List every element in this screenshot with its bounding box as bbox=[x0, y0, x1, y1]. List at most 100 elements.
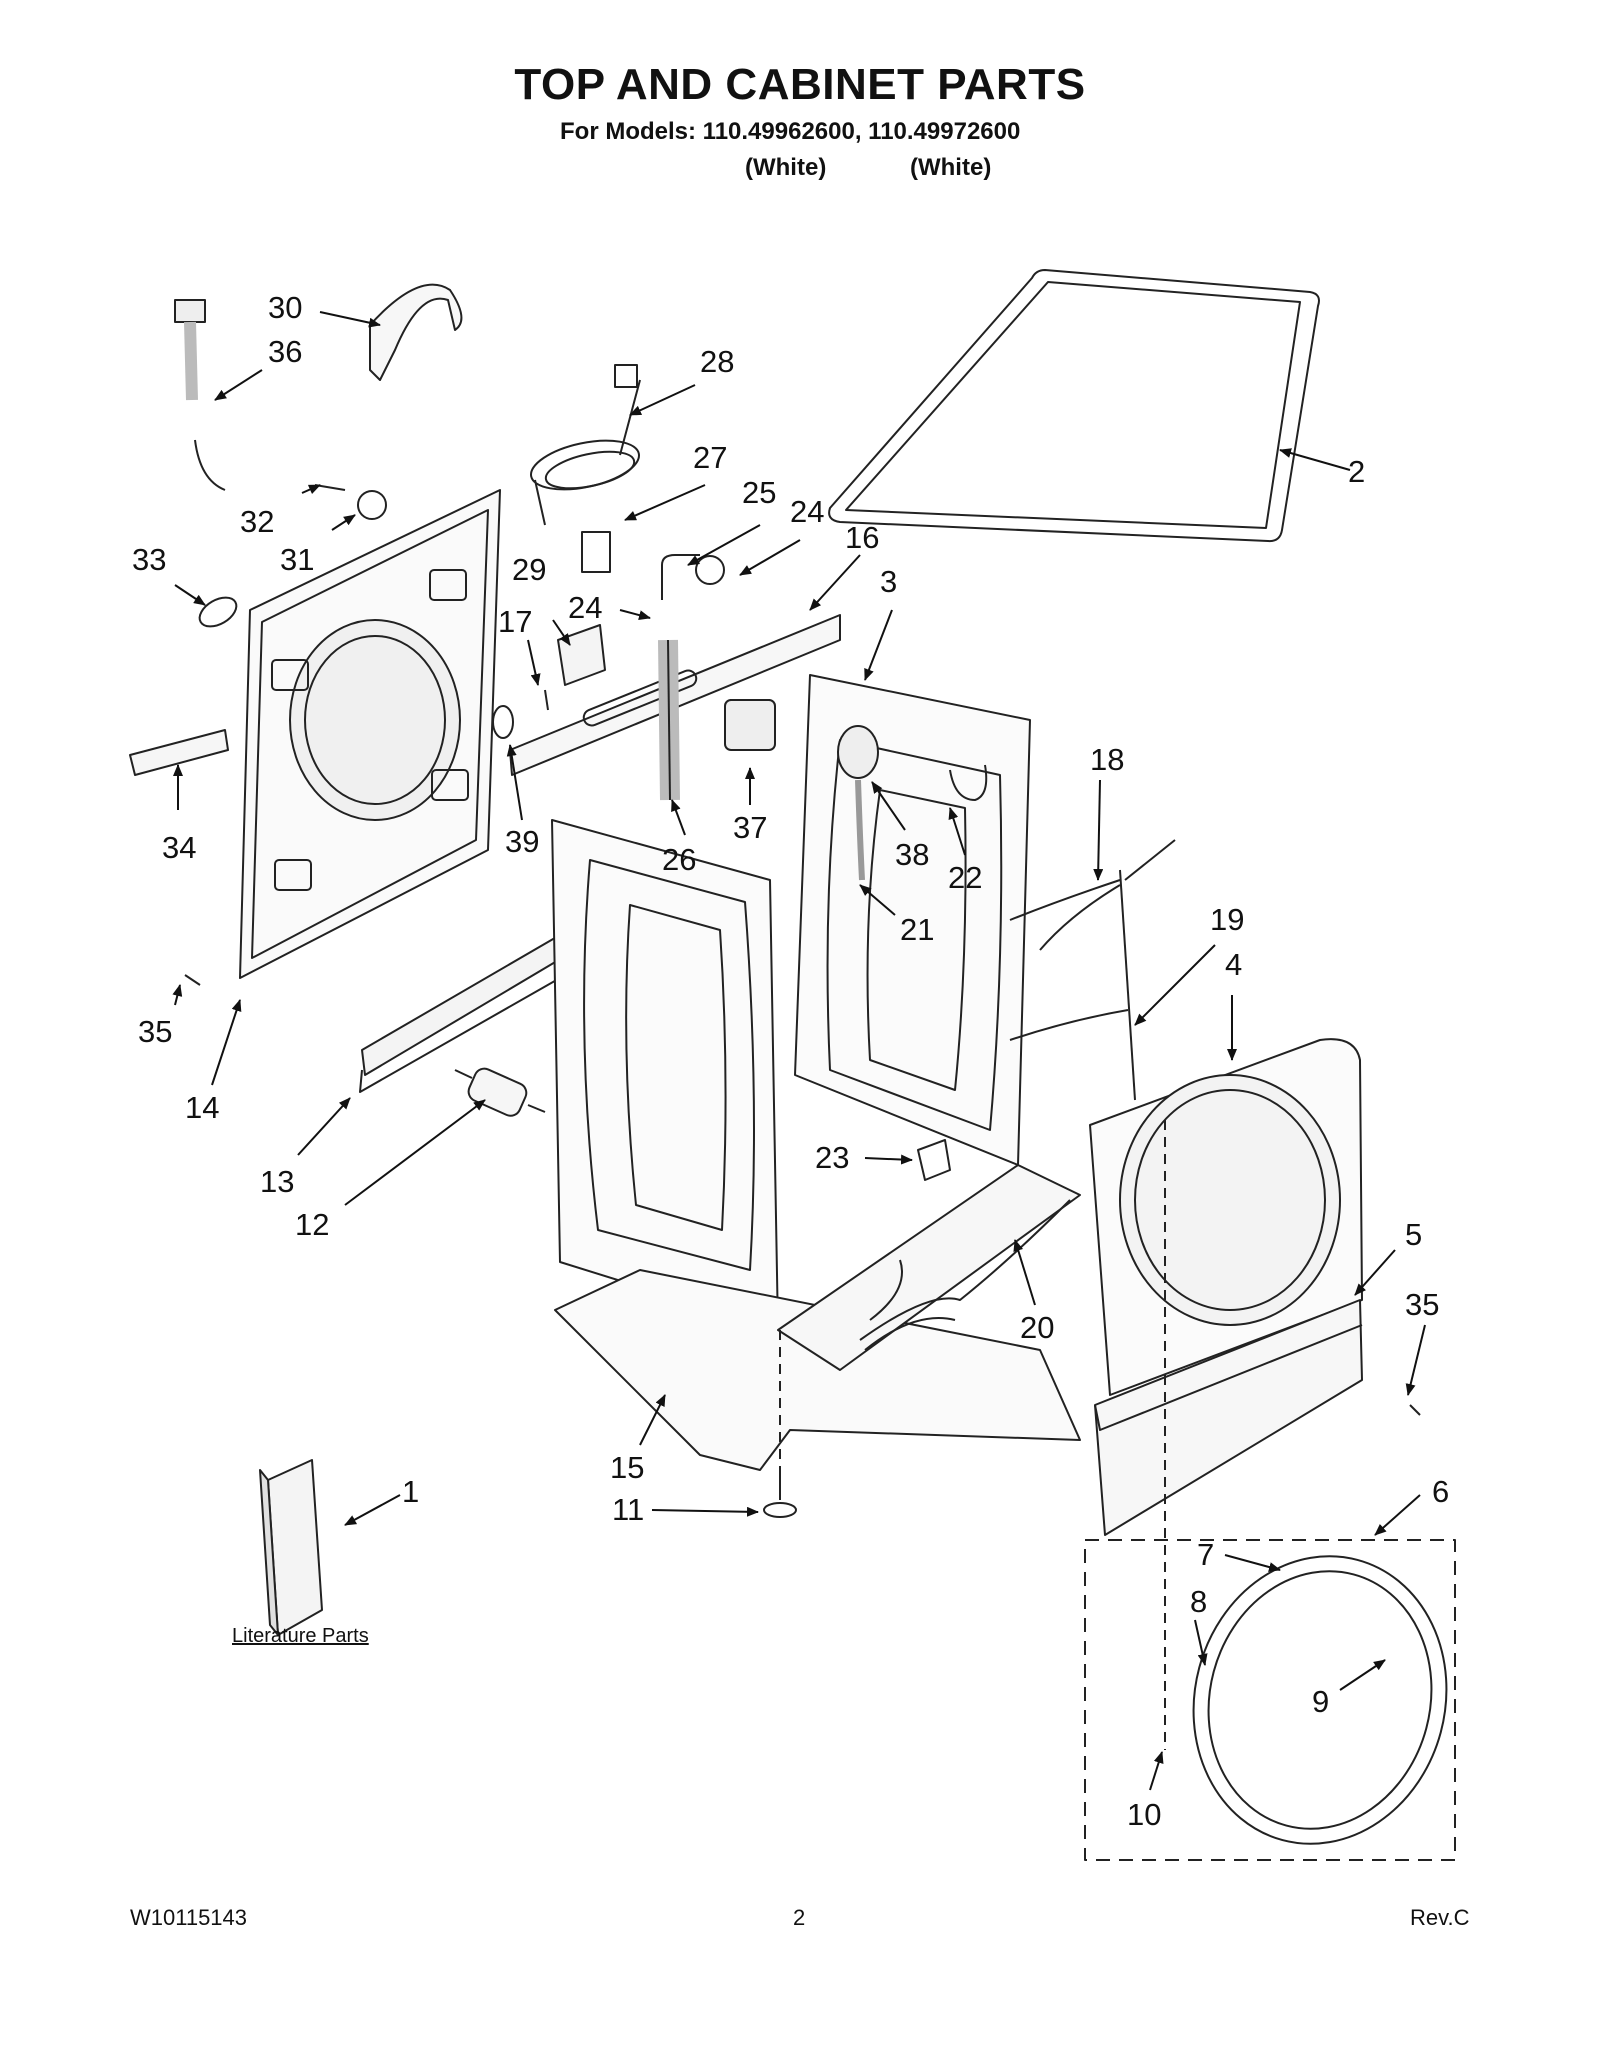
leader-38 bbox=[871, 781, 906, 831]
leader-6 bbox=[1374, 1494, 1421, 1536]
cabinet-bottom-frame bbox=[777, 1164, 1081, 1470]
callout-5: 5 bbox=[1405, 1217, 1422, 1252]
callout-28: 28 bbox=[700, 344, 734, 379]
leader-30 bbox=[319, 311, 381, 328]
callout-26: 26 bbox=[662, 842, 696, 877]
callout-2: 2 bbox=[1348, 454, 1365, 489]
callout-39: 39 bbox=[505, 824, 539, 859]
callout-35a: 35 bbox=[138, 1014, 172, 1049]
leader-33 bbox=[174, 584, 206, 606]
callout-3: 3 bbox=[880, 564, 897, 599]
leader-7 bbox=[1224, 1554, 1281, 1572]
callout-1: 1 bbox=[402, 1474, 419, 1509]
leader-21 bbox=[859, 884, 896, 916]
leader-2 bbox=[1279, 448, 1351, 471]
front-panel-part bbox=[1089, 1038, 1363, 1396]
callout-19: 19 bbox=[1210, 902, 1244, 937]
drain-hose-part bbox=[658, 639, 680, 801]
leader-14 bbox=[211, 999, 242, 1086]
clip-part bbox=[949, 764, 988, 801]
leader-9 bbox=[1339, 1659, 1386, 1691]
leader-15 bbox=[639, 1394, 666, 1446]
leader-39 bbox=[506, 744, 523, 821]
callout-20: 20 bbox=[1020, 1310, 1054, 1345]
callout-24a: 24 bbox=[790, 494, 824, 529]
lower-wire-harness-part bbox=[859, 1199, 1071, 1351]
callout-36: 36 bbox=[268, 334, 302, 369]
callout-32: 32 bbox=[240, 504, 274, 539]
rear-rail-part bbox=[359, 934, 563, 1093]
leader-26 bbox=[671, 799, 686, 836]
callout-12: 12 bbox=[295, 1207, 329, 1242]
leader-17 bbox=[527, 639, 541, 686]
screw-part-35b bbox=[1409, 1404, 1421, 1416]
callout-38: 38 bbox=[895, 837, 929, 872]
leader-28 bbox=[629, 384, 696, 416]
callout-37: 37 bbox=[733, 810, 767, 845]
wire-harness-part bbox=[1009, 839, 1176, 1101]
toe-panel-part bbox=[1094, 1299, 1363, 1536]
terminal-block-part bbox=[581, 531, 611, 573]
door-seal-part bbox=[1164, 1120, 1448, 1845]
leader-36 bbox=[214, 369, 263, 401]
top-cover-part bbox=[828, 269, 1320, 543]
fill-elbow-part bbox=[661, 554, 725, 600]
callout-29: 29 bbox=[512, 552, 546, 587]
clip-part-23 bbox=[917, 1139, 951, 1181]
callout-18: 18 bbox=[1090, 742, 1124, 777]
leader-31 bbox=[331, 514, 356, 531]
leader-22 bbox=[948, 807, 966, 856]
wire-bracket-part bbox=[557, 624, 606, 686]
leader-35b bbox=[1405, 1324, 1426, 1396]
callout-23: 23 bbox=[815, 1140, 849, 1175]
grommet-part bbox=[198, 596, 238, 628]
callout-6: 6 bbox=[1432, 1474, 1449, 1509]
base-plate-part bbox=[554, 1269, 1081, 1471]
literature-parts-label: Literature Parts bbox=[232, 1625, 369, 1647]
variant-right: (White) bbox=[910, 154, 992, 181]
leader-24a bbox=[739, 539, 801, 576]
callout-35b: 35 bbox=[1405, 1287, 1439, 1322]
revision-label: Rev.C bbox=[1410, 1905, 1470, 1930]
power-cord-part bbox=[530, 364, 641, 526]
page-title: TOP AND CABINET PARTS bbox=[514, 60, 1086, 109]
leader-16 bbox=[809, 554, 861, 611]
callout-33: 33 bbox=[132, 542, 166, 577]
leader-24b bbox=[619, 609, 651, 620]
callout-10: 10 bbox=[1127, 1797, 1161, 1832]
callout-7: 7 bbox=[1197, 1537, 1214, 1572]
leader-5 bbox=[1354, 1249, 1396, 1296]
damper-part bbox=[454, 1067, 546, 1117]
callout-11: 11 bbox=[612, 1492, 644, 1527]
callout-25: 25 bbox=[742, 475, 776, 510]
leader-13 bbox=[297, 1097, 351, 1156]
leader-27 bbox=[624, 484, 706, 521]
callout-30: 30 bbox=[268, 290, 302, 325]
leveling-leg-part bbox=[763, 1470, 797, 1518]
callout-15: 15 bbox=[610, 1450, 644, 1485]
variant-left: (White) bbox=[745, 154, 827, 181]
screw-part-17 bbox=[544, 689, 549, 711]
page-number: 2 bbox=[793, 1905, 806, 1930]
leader-1 bbox=[344, 1494, 401, 1526]
leader-20 bbox=[1013, 1239, 1036, 1306]
leader-18 bbox=[1093, 779, 1104, 881]
callout-4: 4 bbox=[1225, 947, 1242, 982]
leader-35a bbox=[172, 984, 183, 1006]
callout-34: 34 bbox=[162, 830, 196, 865]
callout-17: 17 bbox=[498, 604, 532, 639]
door-seal-group-box bbox=[1084, 1539, 1456, 1861]
screw-part-35 bbox=[184, 974, 201, 986]
leader-23 bbox=[864, 1154, 913, 1165]
leader-25 bbox=[687, 524, 761, 566]
models-line: For Models: 110.49962600, 110.49972600 bbox=[560, 118, 1021, 145]
leader-32 bbox=[301, 484, 321, 495]
hose-holder-part bbox=[129, 729, 229, 776]
callout-21: 21 bbox=[900, 912, 934, 947]
leader-11 bbox=[651, 1506, 759, 1517]
pressure-switch-part bbox=[837, 725, 879, 881]
callout-9: 9 bbox=[1312, 1684, 1329, 1719]
inlet-hose-part bbox=[174, 299, 226, 491]
leader-8 bbox=[1194, 1619, 1208, 1666]
leader-29 bbox=[552, 619, 571, 646]
